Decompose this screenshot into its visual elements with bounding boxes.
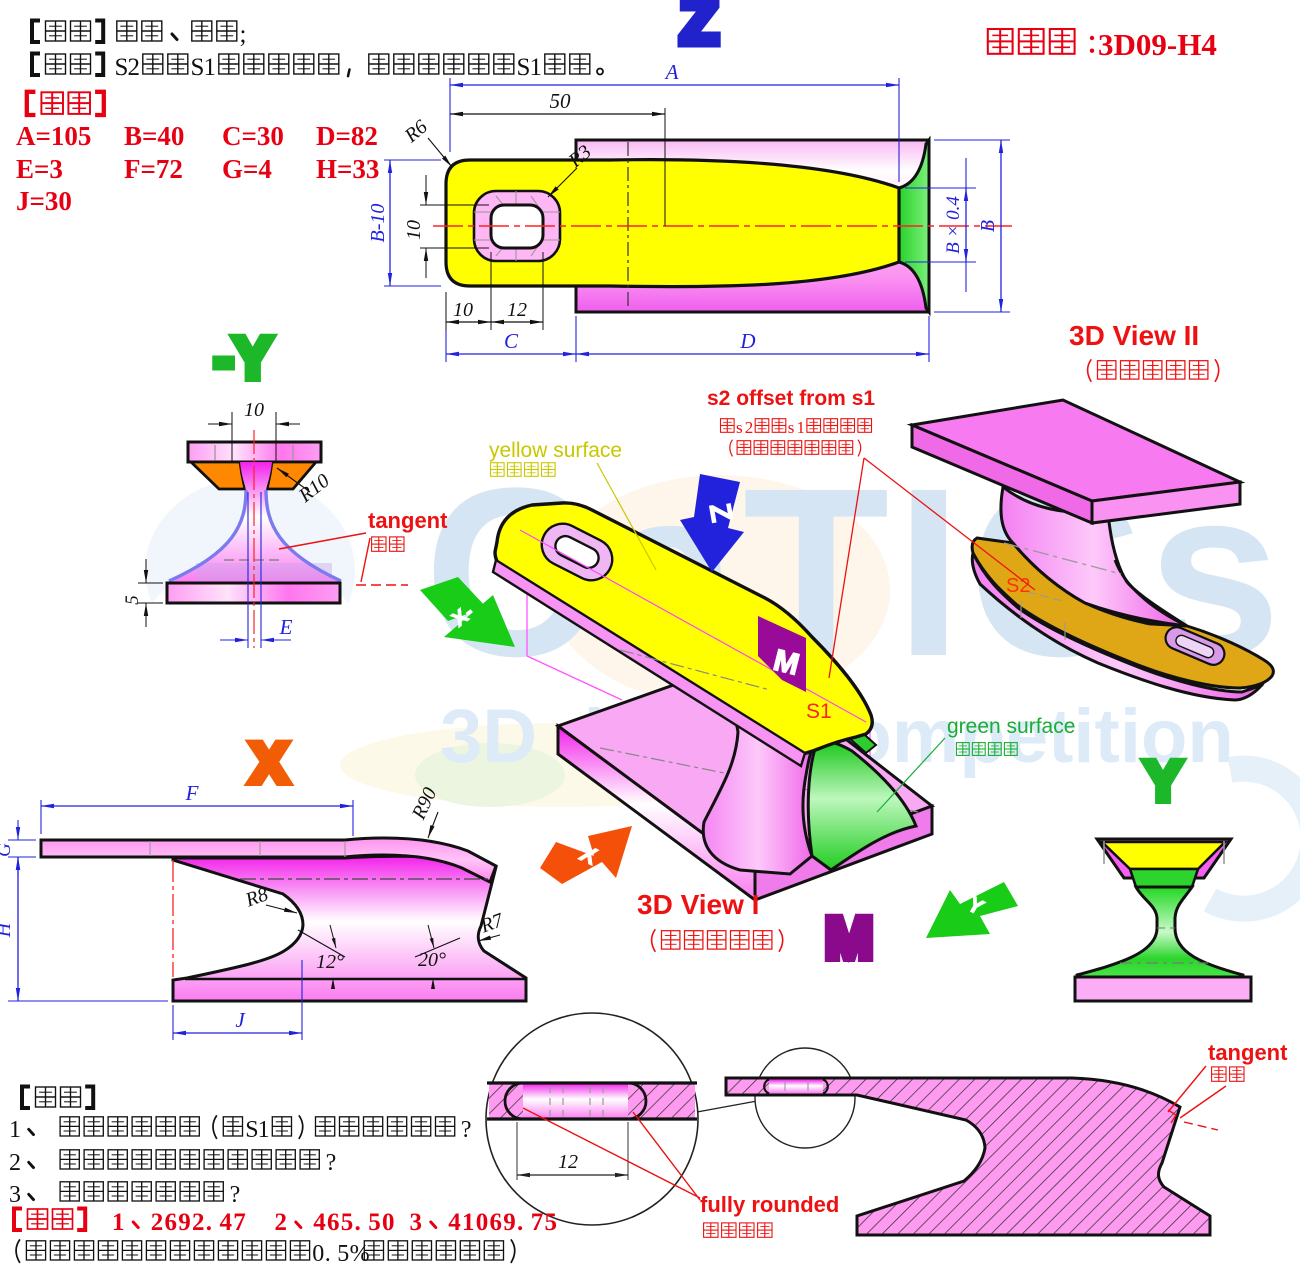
svg-text:1: 1 [462, 1209, 475, 1236]
svg-text:tangent: tangent [1208, 1040, 1288, 1065]
svg-text:B: B [977, 220, 999, 232]
svg-text:1: 1 [258, 1117, 270, 1143]
svg-text:.: . [517, 1209, 523, 1236]
svg-text:3: 3 [9, 1182, 21, 1208]
svg-text:1: 1 [204, 54, 217, 81]
svg-text:S2: S2 [1006, 575, 1030, 597]
svg-text:Y: Y [1144, 749, 1181, 812]
svg-text:4: 4 [448, 1209, 461, 1236]
svg-text:J: J [235, 1008, 246, 1032]
svg-text:A: A [664, 60, 679, 84]
svg-text:2: 2 [9, 1150, 21, 1176]
svg-text:X: X [250, 731, 287, 794]
svg-text:B × 0.4: B × 0.4 [943, 196, 964, 254]
svg-text:0: 0 [312, 1241, 324, 1267]
svg-text:3D View I: 3D View I [637, 889, 759, 920]
svg-text:10: 10 [244, 399, 264, 421]
svg-text:.: . [325, 1241, 331, 1267]
svg-text:10: 10 [403, 220, 425, 240]
svg-text:A=105: A=105 [16, 121, 91, 151]
svg-text:3D09-H4: 3D09-H4 [1098, 27, 1217, 62]
svg-text:5: 5 [545, 1209, 558, 1236]
svg-text:;: ; [240, 21, 247, 48]
svg-text:6: 6 [165, 1209, 178, 1236]
svg-text:M: M [825, 906, 873, 971]
svg-text:B-10: B-10 [367, 204, 389, 243]
svg-text:F=72: F=72 [124, 154, 183, 184]
svg-text:E: E [279, 615, 293, 639]
svg-text:7: 7 [531, 1209, 544, 1236]
svg-text:s2 offset from s1: s2 offset from s1 [707, 387, 875, 410]
svg-text:S: S [245, 1117, 258, 1143]
svg-text:50: 50 [550, 89, 572, 113]
svg-text:S: S [191, 54, 205, 81]
svg-text:5: 5 [122, 595, 143, 605]
svg-text:7: 7 [233, 1209, 246, 1236]
svg-text:.: . [206, 1209, 212, 1236]
svg-text:2: 2 [275, 1209, 288, 1236]
svg-text:s: s [736, 418, 743, 437]
svg-text:2: 2 [192, 1209, 205, 1236]
svg-text:H: H [0, 921, 15, 938]
svg-text:0: 0 [476, 1209, 489, 1236]
svg-text:H=33: H=33 [316, 154, 379, 184]
svg-text:E=3: E=3 [16, 154, 63, 184]
svg-text:12: 12 [507, 299, 527, 321]
svg-text:S: S [517, 54, 531, 81]
svg-text:tangent: tangent [368, 508, 448, 533]
svg-text:S1: S1 [806, 700, 832, 723]
svg-text:?: ? [326, 1150, 337, 1176]
svg-text:R6: R6 [400, 116, 432, 148]
svg-text:D: D [739, 329, 755, 353]
svg-text:?: ? [461, 1117, 472, 1143]
svg-text:J=30: J=30 [16, 186, 72, 216]
svg-text:D=82: D=82 [316, 121, 378, 151]
svg-text:G: G [0, 843, 15, 857]
svg-text:2: 2 [151, 1209, 164, 1236]
svg-text:0: 0 [382, 1209, 395, 1236]
svg-text:G=4: G=4 [222, 154, 272, 184]
svg-text:12: 12 [558, 1151, 578, 1173]
svg-text:5: 5 [341, 1209, 354, 1236]
svg-text:C: C [504, 329, 519, 353]
svg-text:3: 3 [410, 1209, 423, 1236]
svg-text:Z: Z [680, 0, 718, 57]
svg-text:fully rounded: fully rounded [700, 1192, 839, 1217]
svg-text:3D View II: 3D View II [1069, 320, 1199, 351]
svg-text:%: % [350, 1241, 370, 1267]
svg-text:green surface: green surface [947, 715, 1075, 738]
svg-text:yellow surface: yellow surface [489, 439, 622, 462]
svg-text:12°: 12° [316, 951, 344, 973]
svg-text:5: 5 [337, 1241, 349, 1267]
svg-text:9: 9 [503, 1209, 516, 1236]
svg-text:6: 6 [490, 1209, 503, 1236]
svg-text:s: s [788, 418, 795, 437]
svg-text:B=40: B=40 [124, 121, 184, 151]
svg-text:-Y: -Y [214, 326, 272, 391]
svg-text:4: 4 [220, 1209, 233, 1236]
svg-text:?: ? [230, 1182, 241, 1208]
svg-text:1: 1 [530, 54, 543, 81]
svg-text:20°: 20° [418, 949, 446, 971]
svg-text:4: 4 [313, 1209, 326, 1236]
svg-text:F: F [185, 781, 199, 805]
svg-text:1: 1 [797, 418, 806, 437]
svg-text:10: 10 [453, 299, 473, 321]
svg-text:2: 2 [128, 54, 141, 81]
svg-text:S: S [115, 54, 129, 81]
svg-text:1: 1 [112, 1209, 125, 1236]
svg-text:1: 1 [9, 1117, 21, 1143]
svg-text:6: 6 [327, 1209, 340, 1236]
svg-text:9: 9 [178, 1209, 191, 1236]
svg-text:C=30: C=30 [222, 121, 284, 151]
svg-text:.: . [355, 1209, 361, 1236]
svg-text:5: 5 [368, 1209, 381, 1236]
svg-text:2: 2 [745, 418, 754, 437]
